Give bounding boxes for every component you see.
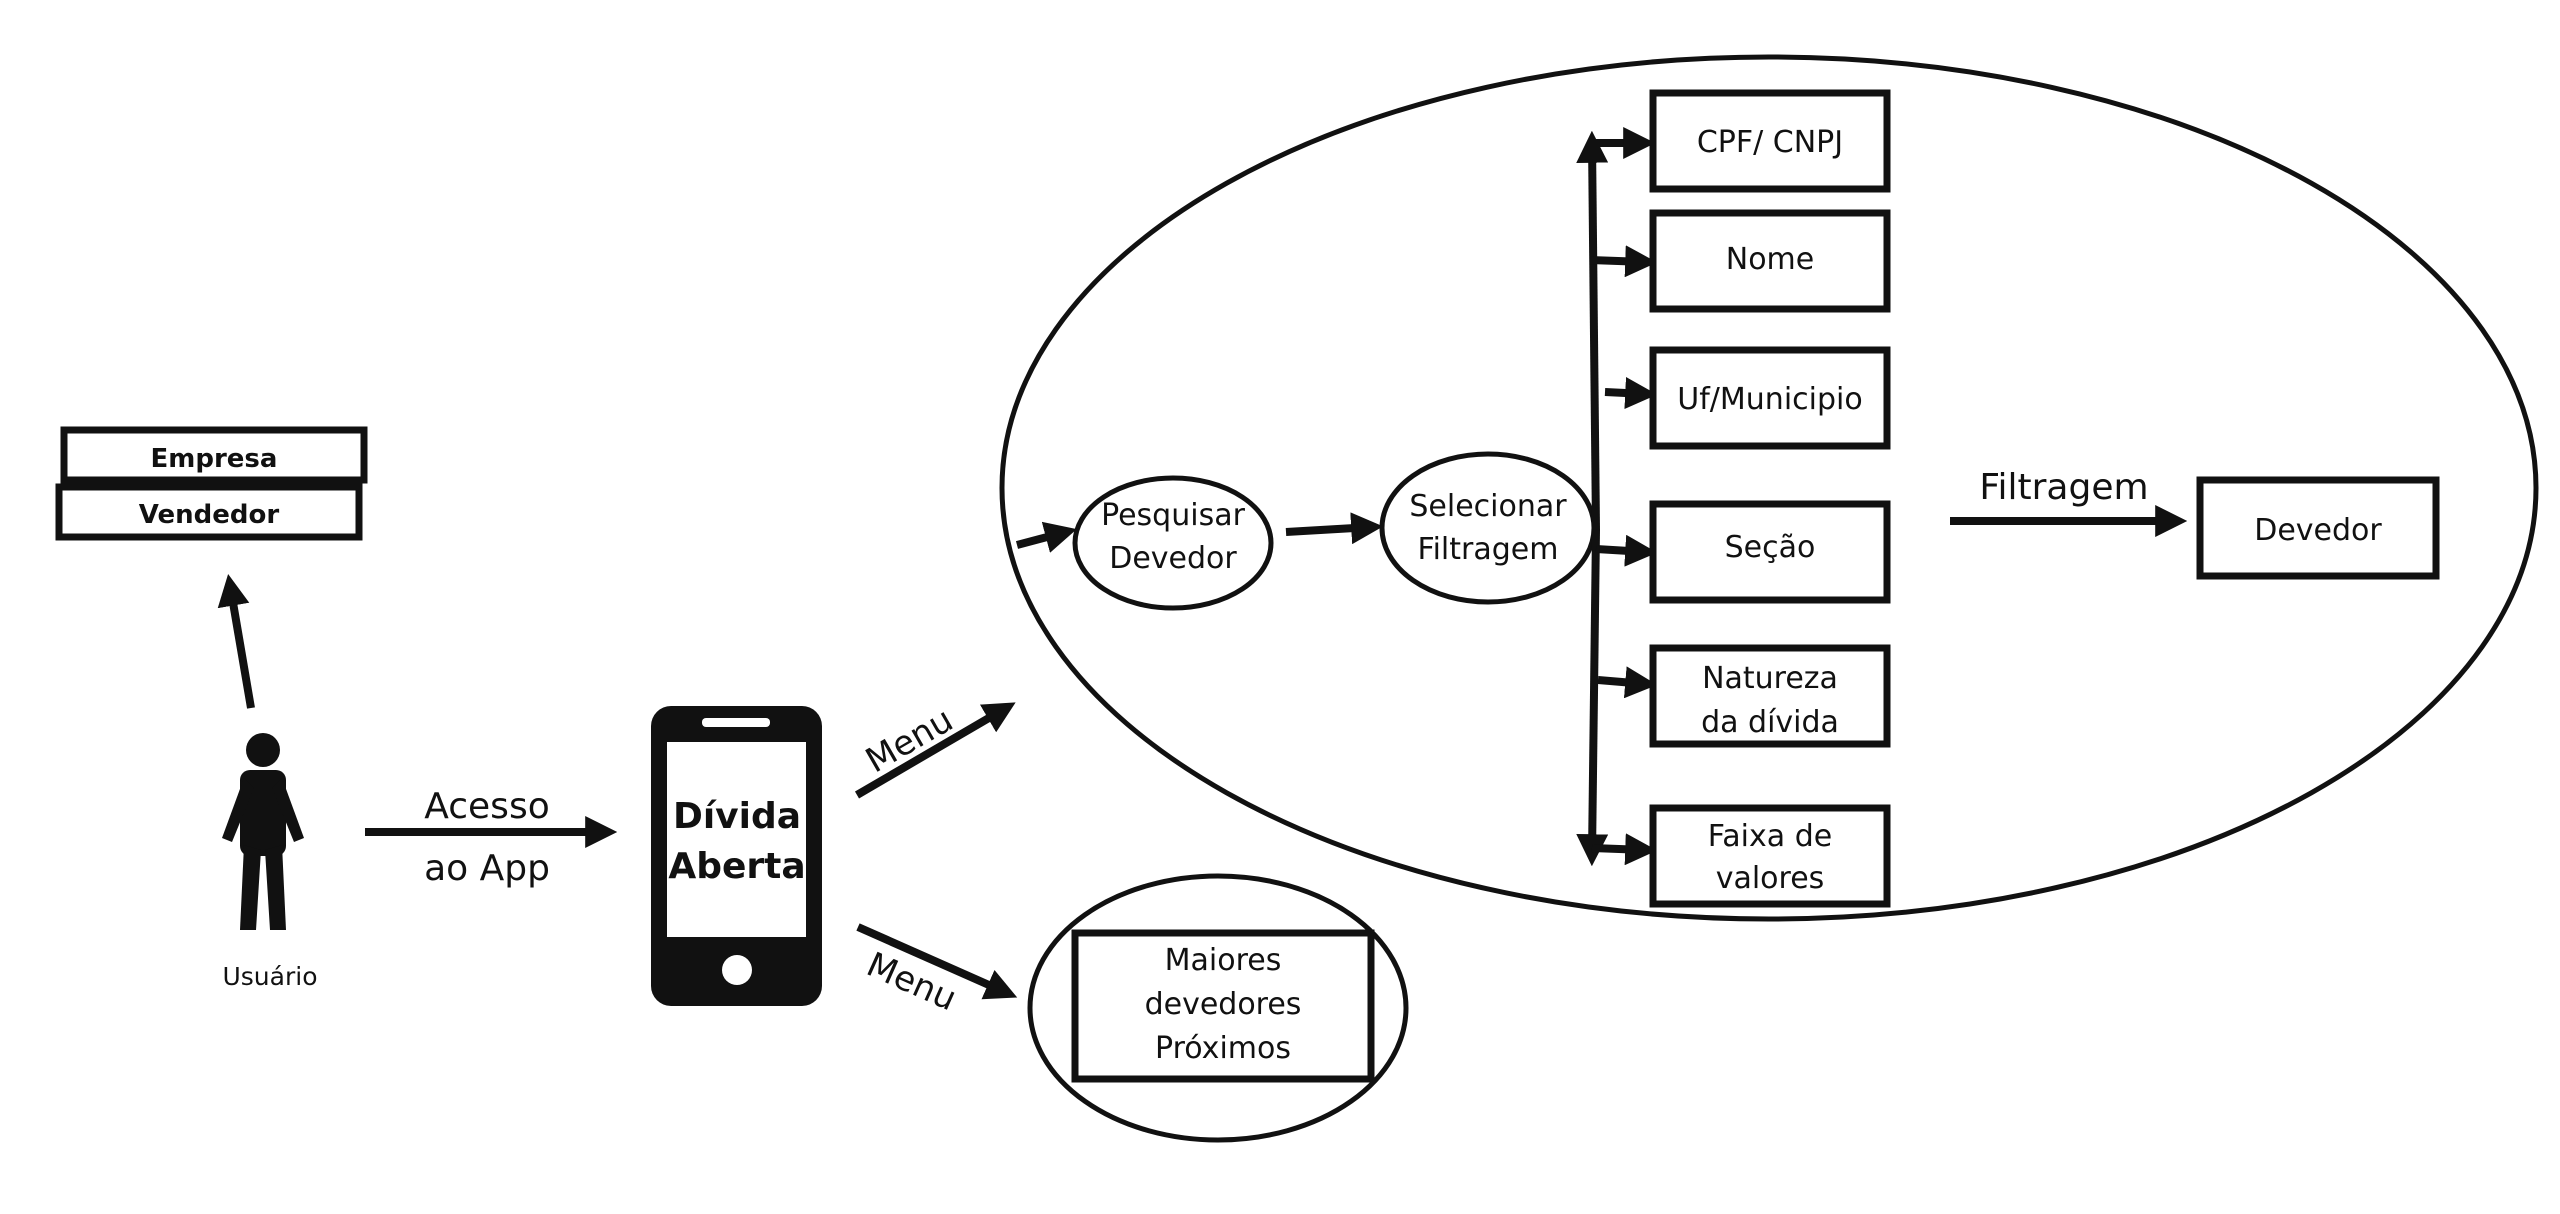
arrow-to-secao: [1595, 534, 1658, 567]
arrow-to-faixa: [1591, 833, 1658, 866]
edge-label-filtragem: Filtragem: [1979, 467, 2148, 508]
filter-natureza-line1: Natureza: [1702, 661, 1838, 696]
ranking-line2: devedores: [1145, 987, 1302, 1022]
filter-box-natureza: Natureza da dívida: [1649, 644, 1891, 748]
arrow-user-to-roles: [217, 573, 255, 709]
search-area-ellipse: [999, 54, 2539, 922]
smartphone-icon: [651, 706, 822, 1006]
node-pesquisar-line1: Pesquisar: [1101, 498, 1246, 533]
role-empresa-label: Empresa: [151, 444, 278, 474]
filter-secao-label: Seção: [1725, 530, 1816, 565]
arrow-app-to-ranking-menu: [856, 923, 1018, 1000]
filter-natureza-line2: da dívida: [1701, 705, 1839, 740]
filter-box-faixa: Faixa de valores: [1649, 804, 1891, 908]
arrow-to-natureza: [1597, 666, 1658, 699]
ranking-area-ellipse: [1027, 873, 1409, 1143]
arrow-to-uf: [1604, 377, 1658, 409]
result-box-devedor: Devedor: [2196, 476, 2440, 580]
ranking-line3: Próximos: [1155, 1031, 1291, 1066]
role-empresa-box: Empresa: [60, 426, 368, 484]
filter-trunk-down: [1576, 529, 1609, 867]
filter-trunk-up: [1576, 130, 1609, 531]
filter-box-nome: Nome: [1649, 209, 1891, 313]
app-title-line1: Dívida: [673, 796, 801, 837]
ranking-line1: Maiores: [1165, 943, 1282, 978]
filter-faixa-line1: Faixa de: [1708, 819, 1832, 854]
arrow-app-to-search-menu: [854, 702, 1016, 799]
filter-box-uf-municipio: Uf/Municipio: [1649, 346, 1891, 450]
edge-label-acesso-line2: ao App: [424, 848, 550, 889]
arrow-enter-search: [1015, 521, 1077, 553]
filter-box-secao: Seção: [1649, 500, 1891, 604]
filter-cpf-cnpj-label: CPF/ CNPJ: [1697, 125, 1843, 160]
ranking-box: Maiores devedores Próximos: [1071, 929, 1375, 1083]
arrow-pesquisar-to-selecionar: [1285, 512, 1384, 545]
node-pesquisar-devedor: Pesquisar Devedor: [1072, 475, 1274, 611]
filter-uf-municipio-label: Uf/Municipio: [1677, 382, 1862, 417]
node-selecionar-filtragem: Selecionar Filtragem: [1379, 451, 1597, 605]
filter-nome-label: Nome: [1726, 242, 1814, 277]
role-vendedor-box: Vendedor: [55, 483, 363, 541]
edge-label-acesso-line1: Acesso: [424, 786, 549, 827]
app-title-line2: Aberta: [668, 846, 805, 887]
edge-label-menu-bottom: Menu: [861, 945, 963, 1020]
filter-faixa-line2: valores: [1716, 861, 1825, 896]
person-icon: [222, 733, 304, 930]
filter-box-cpf-cnpj: CPF/ CNPJ: [1649, 89, 1891, 193]
role-vendedor-label: Vendedor: [139, 500, 280, 530]
node-selecionar-line2: Filtragem: [1418, 532, 1559, 567]
node-pesquisar-line2: Devedor: [1109, 541, 1237, 576]
node-selecionar-line1: Selecionar: [1409, 489, 1567, 524]
user-label: Usuário: [222, 962, 317, 991]
result-devedor-label: Devedor: [2254, 513, 2382, 548]
arrow-to-nome: [1589, 245, 1658, 278]
